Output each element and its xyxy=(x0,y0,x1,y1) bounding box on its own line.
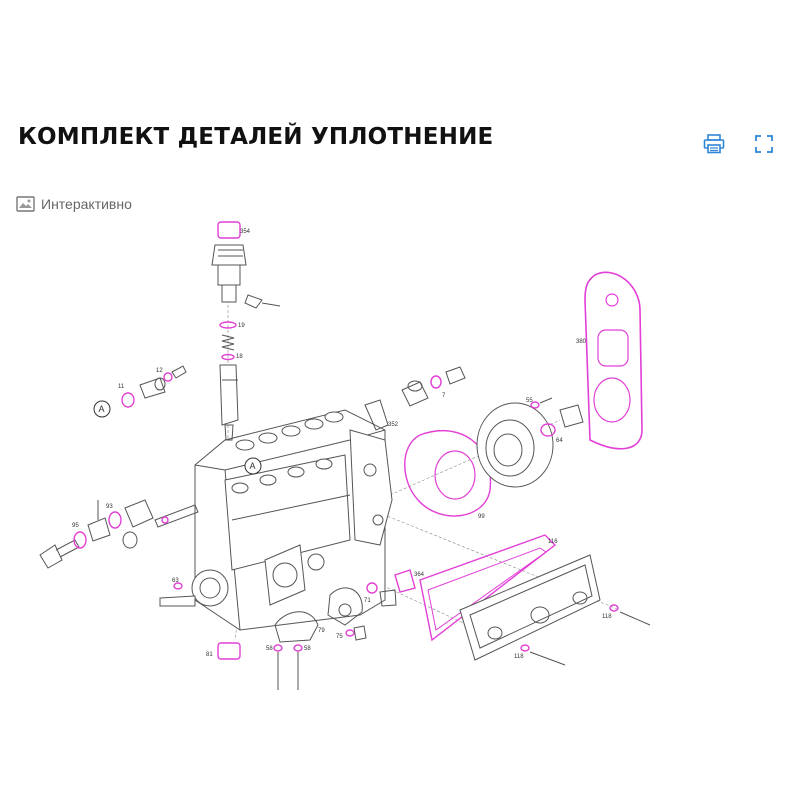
delivery-valve xyxy=(211,221,281,441)
reference-a-left[interactable]: A xyxy=(99,404,105,414)
callout-118a[interactable]: 118 xyxy=(602,614,612,620)
callout-71[interactable]: 71 xyxy=(364,598,371,604)
callout-116[interactable]: 116 xyxy=(548,539,558,545)
page-title: КОМПЛЕКТ ДЕТАЛЕЙ УПЛОТНЕНИЕ xyxy=(18,124,494,150)
callout-55[interactable]: 55 xyxy=(526,398,533,404)
callout-58a[interactable]: 58 xyxy=(266,646,273,652)
callout-118b[interactable]: 118 xyxy=(514,654,524,660)
callout-labels[interactable]: 354 19 18 12 11 7 352 380 55 64 99 95 93… xyxy=(72,229,612,660)
callout-19[interactable]: 19 xyxy=(238,323,245,329)
reference-a-body[interactable]: A xyxy=(250,461,256,471)
left-fittings xyxy=(39,365,241,660)
image-icon xyxy=(16,196,35,212)
callout-81[interactable]: 81 xyxy=(206,652,213,658)
callout-364[interactable]: 364 xyxy=(414,572,425,578)
print-icon xyxy=(703,134,725,154)
callout-18[interactable]: 18 xyxy=(236,354,243,360)
interactive-toggle[interactable]: Интерактивно xyxy=(16,196,132,212)
callout-354[interactable]: 354 xyxy=(240,229,251,235)
callout-93[interactable]: 93 xyxy=(106,504,113,510)
callout-79[interactable]: 79 xyxy=(318,628,325,634)
callout-380[interactable]: 380 xyxy=(576,339,587,345)
pump-body xyxy=(159,409,393,631)
callout-75[interactable]: 75 xyxy=(336,634,343,640)
callout-58b[interactable]: 58 xyxy=(304,646,311,652)
callout-12[interactable]: 12 xyxy=(156,368,163,374)
callout-64[interactable]: 64 xyxy=(556,438,563,444)
reference-markers xyxy=(93,400,262,475)
callout-99[interactable]: 99 xyxy=(478,514,485,520)
interactive-label: Интерактивно xyxy=(41,196,132,212)
callout-63[interactable]: 63 xyxy=(172,578,179,584)
fullscreen-icon xyxy=(755,135,773,153)
callout-11[interactable]: 11 xyxy=(118,384,125,390)
callout-95[interactable]: 95 xyxy=(72,523,79,529)
callout-352[interactable]: 352 xyxy=(388,422,399,428)
right-components xyxy=(273,271,651,690)
callout-7[interactable]: 7 xyxy=(442,393,446,399)
print-button[interactable] xyxy=(701,131,727,157)
fullscreen-button[interactable] xyxy=(751,131,777,157)
exploded-parts-diagram[interactable]: 354 19 18 12 11 7 352 380 55 64 99 95 93… xyxy=(0,210,800,700)
